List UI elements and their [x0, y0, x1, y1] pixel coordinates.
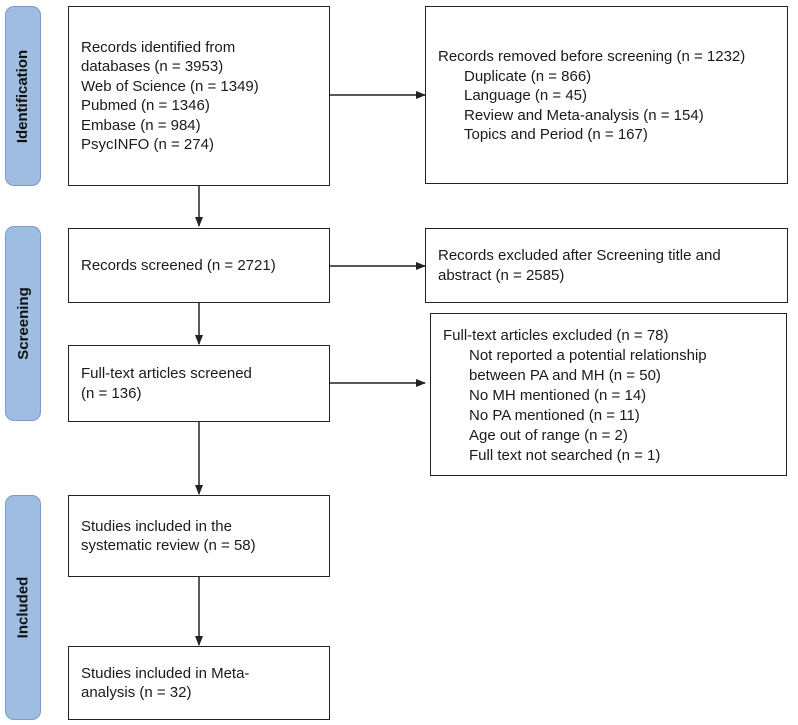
box-records-excluded-screening: Records excluded after Screening title a… [425, 228, 788, 303]
fulltext-excluded-item: Full text not searched (n = 1) [469, 447, 661, 464]
identified-text-line: Pubmed (n = 1346) [81, 97, 210, 114]
removed-item: Duplicate (n = 866) [464, 67, 592, 85]
box-meta-analysis: Studies included in Meta- analysis (n = … [68, 646, 330, 720]
fulltext-screened-text-line: Full-text articles screened [81, 365, 252, 382]
phase-label-identification: Identification [5, 6, 41, 186]
removed-title: Records removed before screening (n = 12… [438, 48, 746, 65]
identified-text-line: Embase (n = 984) [81, 116, 201, 134]
fulltext-screened-text-line: (n = 136) [81, 384, 142, 402]
box-fulltext-excluded: Full-text articles excluded (n = 78) Not… [430, 313, 787, 476]
box-records-screened: Records screened (n = 2721) [68, 228, 330, 303]
box-records-identified: Records identified from databases (n = 3… [68, 6, 330, 186]
removed-item: Language (n = 45) [464, 87, 588, 104]
removed-item: Topics and Period (n = 167) [464, 126, 648, 143]
fulltext-excluded-item: Not reported a potential relationship [469, 347, 707, 364]
excluded-screening-text-line: Records excluded after Screening title a… [438, 247, 721, 264]
fulltext-excluded-item: No PA mentioned (n = 11) [469, 407, 640, 424]
systematic-review-text-line: Studies included in the [81, 517, 232, 535]
fulltext-excluded-item: No MH mentioned (n = 14) [469, 387, 647, 404]
fulltext-excluded-item: between PA and MH (n = 50) [469, 367, 661, 384]
identified-text-line: PsycINFO (n = 274) [81, 136, 214, 153]
identified-text-line: Records identified from [81, 38, 236, 56]
removed-item: Review and Meta-analysis (n = 154) [464, 106, 704, 124]
systematic-review-text-line: systematic review (n = 58) [81, 537, 256, 554]
screened-text-line: Records screened (n = 2721) [81, 256, 276, 274]
excluded-screening-text-line: abstract (n = 2585) [438, 266, 565, 284]
box-systematic-review: Studies included in the systematic revie… [68, 495, 330, 577]
meta-analysis-text-line: analysis (n = 32) [81, 684, 192, 701]
fulltext-excluded-title: Full-text articles excluded (n = 78) [443, 327, 669, 344]
phase-label-screening: Screening [5, 226, 41, 421]
box-fulltext-screened: Full-text articles screened (n = 136) [68, 345, 330, 422]
fulltext-excluded-item: Age out of range (n = 2) [469, 427, 628, 444]
box-records-removed: Records removed before screening (n = 12… [425, 6, 788, 184]
identified-text-line: Web of Science (n = 1349) [81, 77, 259, 95]
meta-analysis-text-line: Studies included in Meta- [81, 664, 250, 682]
phase-label-included: Included [5, 495, 41, 720]
identified-text-line: databases (n = 3953) [81, 58, 224, 75]
